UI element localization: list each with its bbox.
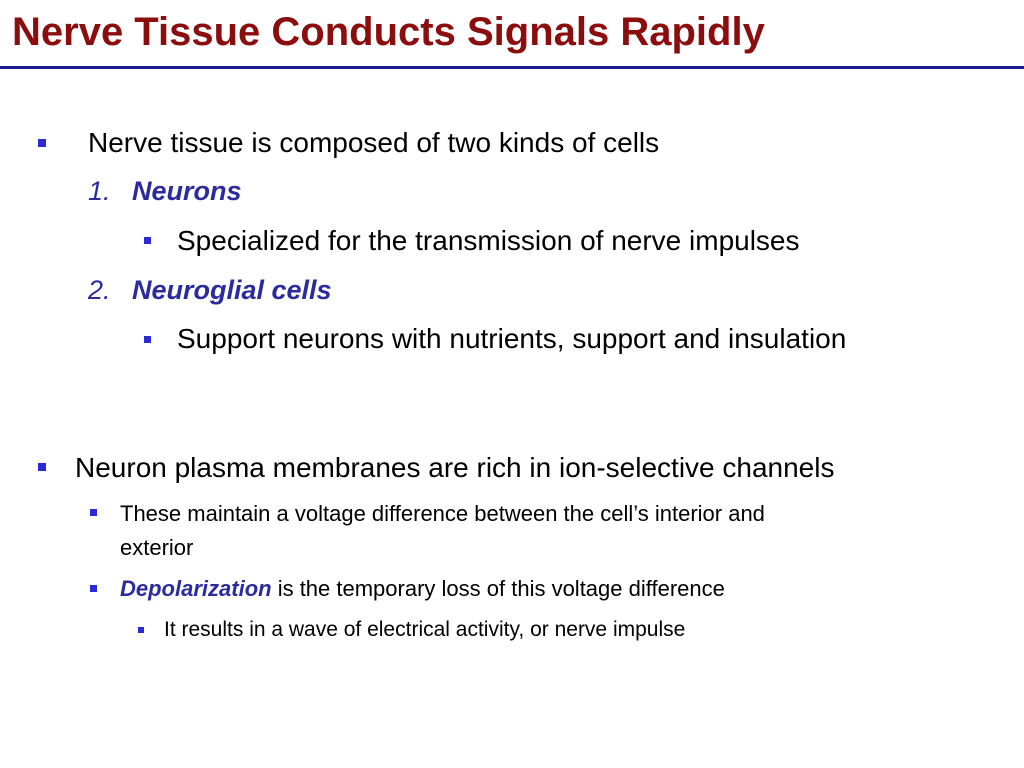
bullet-text-neuroglia-detail: Support neurons with nutrients, support … (177, 323, 847, 354)
bullet-square-icon (144, 336, 151, 343)
title-divider (0, 66, 1024, 69)
bullet-text-neurons-detail: Specialized for the transmission of nerv… (177, 225, 800, 256)
bullet-square-icon (144, 237, 151, 244)
bullet-text-ion-channels: Neuron plasma membranes are rich in ion-… (75, 452, 835, 483)
bullet-text-voltage-line1: These maintain a voltage difference betw… (120, 501, 765, 526)
list-term-neuroglial-cells: Neuroglial cells (132, 275, 332, 305)
bullet-square-icon (138, 627, 144, 633)
bullet-text-voltage-line2: exterior (120, 535, 194, 560)
depolarization-definition: is the temporary loss of this voltage di… (271, 576, 725, 601)
bullet-square-icon (90, 585, 97, 592)
list-number-2: 2. (88, 275, 111, 305)
slide-title: Nerve Tissue Conducts Signals Rapidly (12, 10, 765, 54)
bullet-text-cell-kinds: Nerve tissue is composed of two kinds of… (88, 127, 660, 158)
depolarization-term: Depolarization (120, 576, 272, 601)
list-term-neurons: Neurons (132, 176, 242, 206)
bullet-square-icon (38, 463, 46, 471)
bullet-square-icon (90, 509, 97, 516)
bullet-text-depolarization: Depolarization is the temporary loss of … (120, 575, 725, 603)
bullet-text-nerve-impulse: It results in a wave of electrical activ… (164, 618, 686, 641)
bullet-square-icon (38, 139, 46, 147)
list-number-1: 1. (88, 176, 111, 206)
